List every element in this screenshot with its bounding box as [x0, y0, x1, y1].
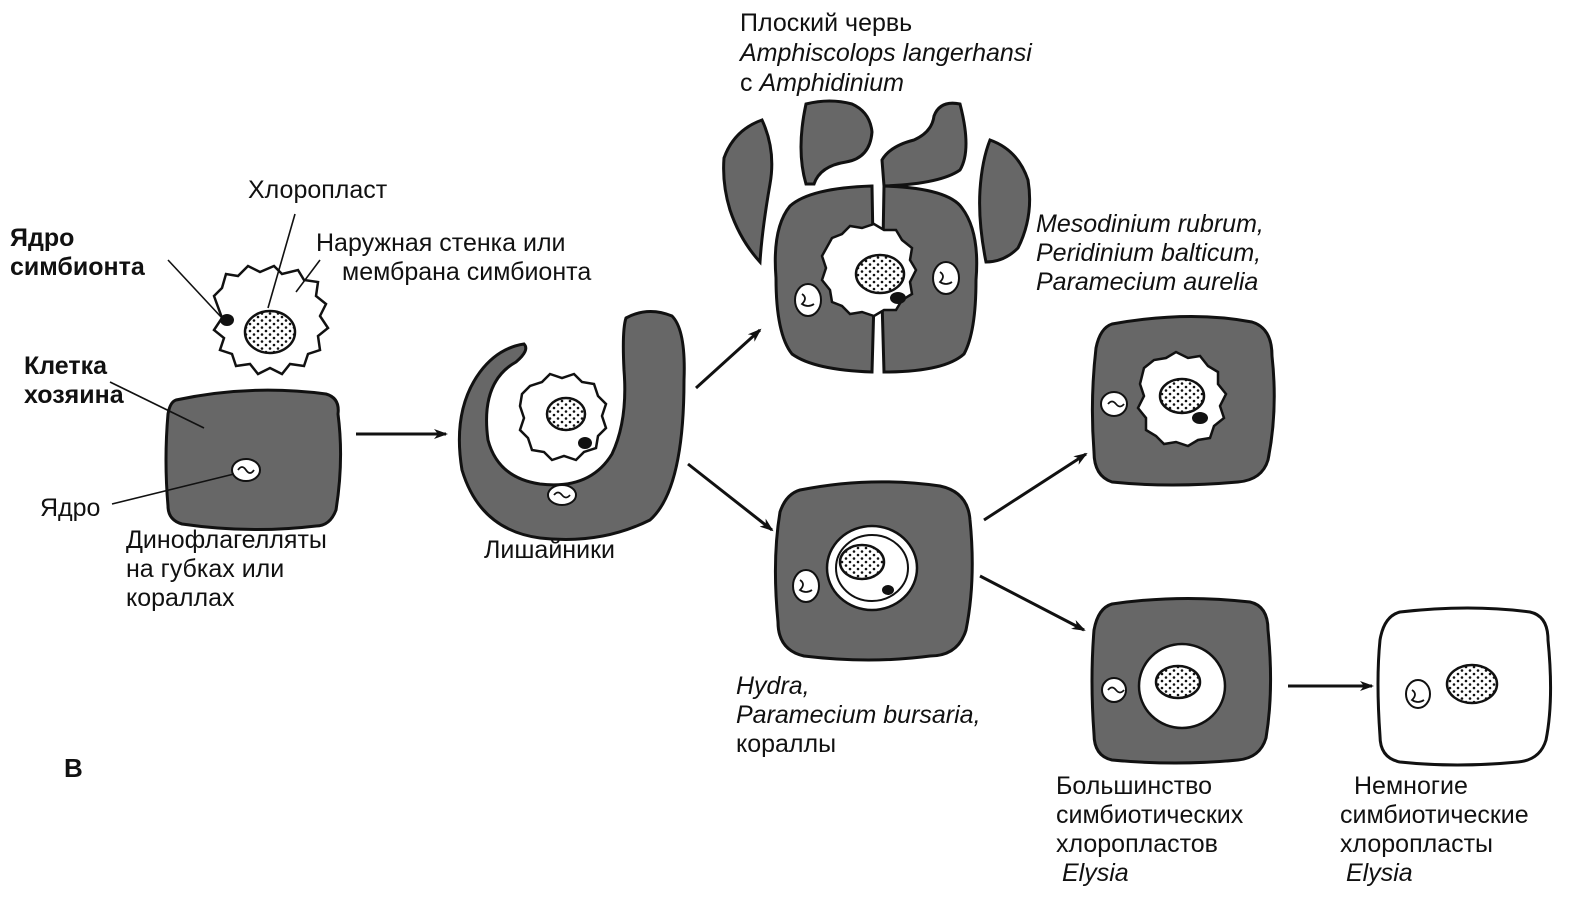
arrow-to-flatworm	[696, 330, 760, 388]
label-flatworm: Плоский червь Amphiscolops langerhansi с…	[740, 8, 1032, 98]
label-host-cell-line1: Клетка	[24, 352, 124, 381]
symbiont-nucleus	[220, 314, 234, 326]
label-flatworm-species: Amphiscolops langerhansi	[740, 38, 1032, 68]
host-cell-dinoflagellate	[166, 390, 341, 529]
label-nucleus: Ядро	[40, 494, 100, 523]
label-host-cell: Клетка хозяина	[24, 352, 124, 410]
label-lichens: Лишайники	[484, 536, 615, 565]
label-elysia-most: Большинство симбиотических хлоропластов …	[1056, 772, 1243, 888]
label-outer-wall-line1: Наружная стенка или	[316, 229, 591, 258]
label-dinoflagellates-line2: на губках или	[126, 555, 327, 584]
panel-letter: В	[64, 754, 83, 783]
lichen-cell	[459, 311, 684, 539]
label-elysia-most-line2: симбиотических	[1056, 801, 1243, 830]
elysia-few-cell	[1378, 608, 1551, 765]
label-hydra-corals: кораллы	[736, 730, 981, 759]
label-symbiont-nucleus-line1: Ядро	[10, 224, 145, 253]
label-outer-wall-line2: мембрана симбионта	[316, 258, 591, 287]
label-dinoflagellates-line1: Динофлагелляты	[126, 526, 327, 555]
label-elysia-few-line2: симбиотические	[1340, 801, 1529, 830]
label-outer-wall: Наружная стенка или мембрана симбионта	[316, 229, 591, 287]
label-mesodinium-group: Mesodinium rubrum, Peridinium balticum, …	[1036, 210, 1264, 297]
label-mesodinium-line3: Paramecium aurelia	[1036, 268, 1264, 297]
label-symbiont-nucleus: Ядро симбионта	[10, 224, 145, 282]
label-dinoflagellates-line3: кораллах	[126, 584, 327, 613]
label-hydra-group: Hydra, Paramecium bursaria, кораллы	[736, 672, 981, 759]
label-elysia-few: Немногие симбиотические хлоропласты Elys…	[1340, 772, 1529, 888]
flatworm-cell-cluster	[724, 101, 1030, 372]
label-dinoflagellates: Динофлагелляты на губках или кораллах	[126, 526, 327, 613]
label-flatworm-line1: Плоский червь	[740, 8, 1032, 38]
label-host-cell-line2: хозяина	[24, 381, 124, 410]
free-symbiont	[214, 266, 328, 374]
label-elysia-most-genus: Elysia	[1056, 859, 1243, 888]
label-flatworm-line3: с Amphidinium	[740, 68, 1032, 98]
label-hydra-line1: Hydra,	[736, 672, 981, 701]
label-symbiont-nucleus-line2: симбионта	[10, 253, 145, 282]
label-elysia-few-line1: Немногие	[1340, 772, 1529, 801]
label-mesodinium-line1: Mesodinium rubrum,	[1036, 210, 1264, 239]
label-hydra-line2: Paramecium bursaria,	[736, 701, 981, 730]
hydra-cell	[775, 482, 972, 660]
label-chloroplast: Хлоропласт	[248, 176, 387, 205]
chloroplast	[245, 311, 295, 353]
label-elysia-few-genus: Elysia	[1340, 859, 1529, 888]
label-mesodinium-line2: Peridinium balticum,	[1036, 239, 1264, 268]
mesodinium-cell	[1092, 316, 1274, 485]
arrow-to-elysia-most	[980, 576, 1084, 630]
elysia-most-cell	[1092, 598, 1271, 763]
label-elysia-most-line3: хлоропластов	[1056, 830, 1243, 859]
arrow-to-hydra	[688, 464, 772, 530]
label-elysia-few-line3: хлоропласты	[1340, 830, 1529, 859]
label-flatworm-amphidinium: Amphidinium	[759, 69, 904, 97]
arrow-to-mesodinium	[984, 454, 1086, 520]
label-flatworm-prefix: с	[740, 69, 759, 97]
label-elysia-most-line1: Большинство	[1056, 772, 1243, 801]
